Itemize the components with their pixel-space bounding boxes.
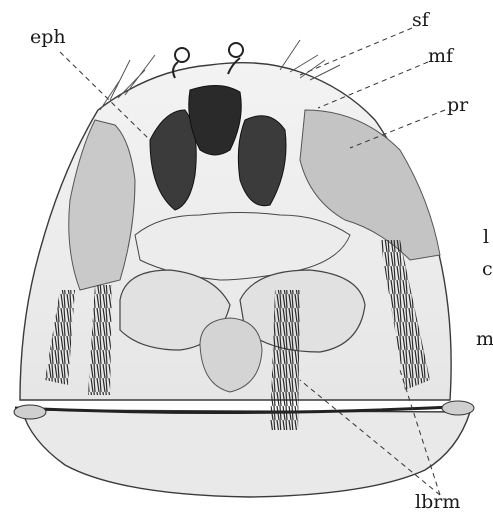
label-mf: mf	[428, 47, 453, 66]
label-pr: pr	[447, 96, 468, 115]
labrum-lobe	[22, 410, 470, 497]
left-condyle	[14, 405, 46, 419]
leader-mf	[318, 62, 428, 108]
label-m: m	[476, 330, 493, 349]
right-socket	[229, 43, 243, 57]
leader-sf	[300, 28, 412, 75]
right-condyle	[442, 401, 474, 415]
center-muscle	[270, 290, 300, 430]
label-sf: sf	[412, 11, 429, 30]
label-c: c	[482, 260, 493, 279]
left-socket	[175, 48, 189, 62]
label-l: l	[483, 228, 489, 247]
label-eph: eph	[30, 28, 66, 47]
label-lbrm: lbrm	[415, 493, 460, 512]
